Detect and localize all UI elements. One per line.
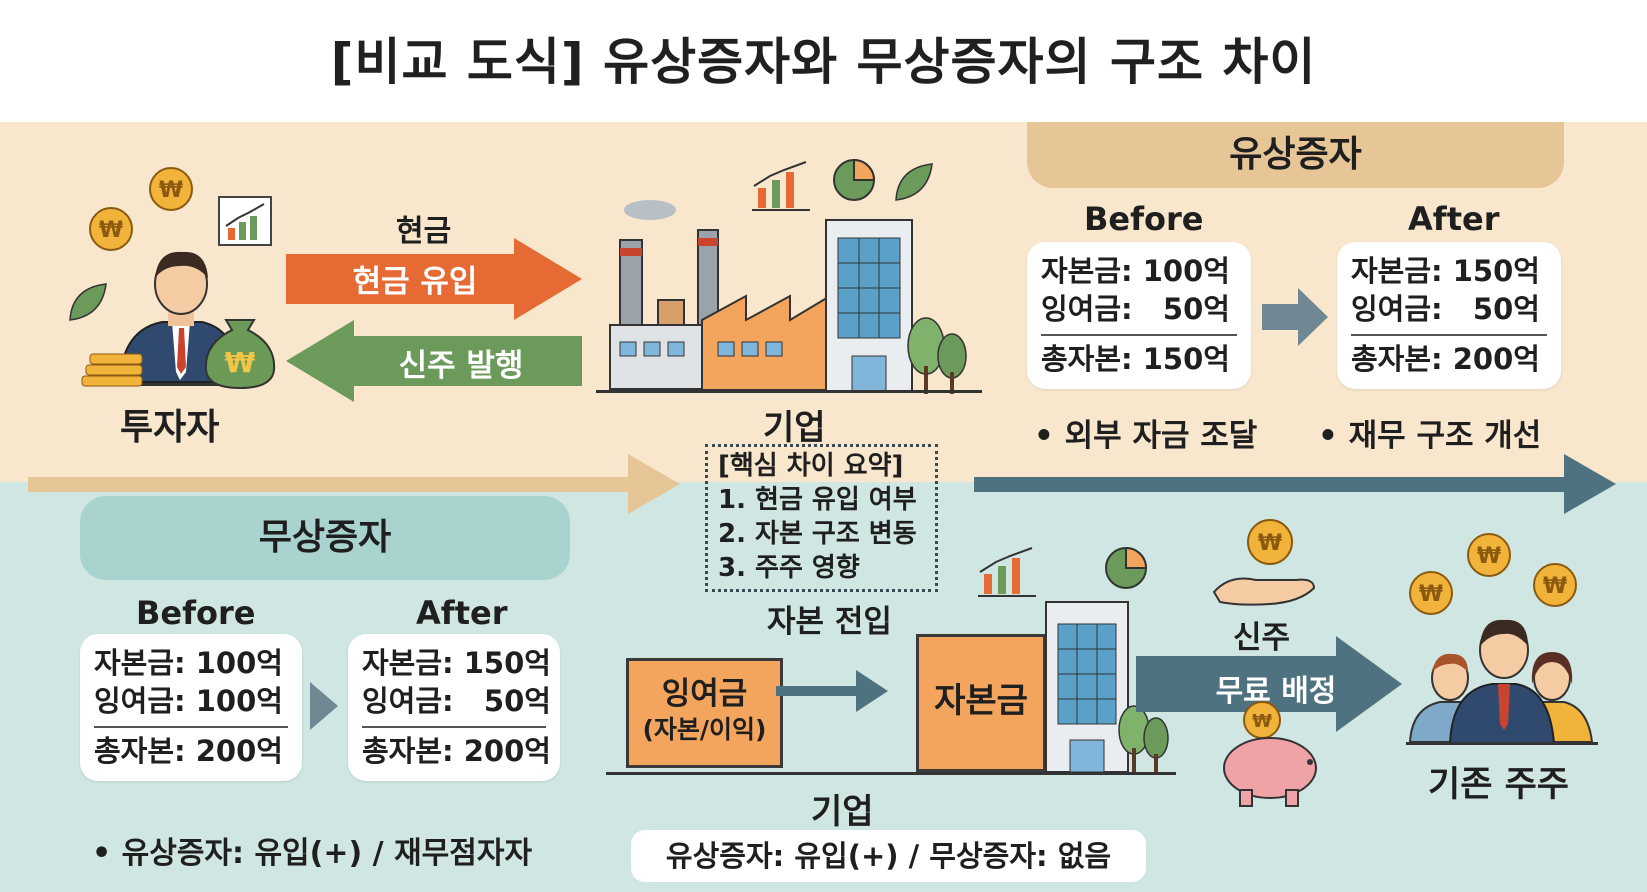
page-title: [비교 도식] 유상증자와 무상증자의 구조 차이 [330,33,1317,91]
new-shares-label: 신주 [1233,620,1291,656]
free-after-total: 총자본: 200억 [362,726,551,770]
free-before-after-arrow [310,682,338,730]
paid-after-total: 총자본: 200억 [1351,334,1547,378]
pie-chart-icon [1105,546,1148,589]
free-after-capital: 자본금: 150억 [362,646,551,680]
svg-text:₩: ₩ [1258,531,1282,556]
share-issue-arrow [286,320,582,402]
free-before-surplus: 잉여금: 100억 [94,684,283,718]
paid-before-label: Before [1084,200,1204,238]
paid-bullet-financial-improvement: • 재무 구조 개선 [1318,418,1542,454]
svg-text:₩: ₩ [225,346,256,379]
hand-coin-icon: ₩ [1212,519,1316,606]
surplus-block-sublabel: (자본/이익) [642,715,767,744]
won-coin-icon: ₩ [149,167,193,211]
free-increase-tab: 무상증자 [80,496,570,580]
tree-icon [1118,705,1169,774]
factory-icon [609,200,831,391]
paid-bullet-external-funding: • 외부 자금 조달 [1034,418,1258,454]
svg-text:₩: ₩ [1543,574,1567,599]
office-building-icon [825,219,913,393]
free-company-label: 기업 [811,792,874,832]
won-coin-icon: ₩ [1533,563,1577,607]
svg-text:₩: ₩ [1252,711,1272,732]
shareholders-label: 기존 주주 [1428,765,1569,805]
free-before-capital: 자본금: 100억 [94,646,283,680]
ground-line [606,772,1176,775]
svg-text:₩: ₩ [99,218,123,243]
chart-icon [978,547,1036,597]
free-allotment-label: 무료 배정 [1215,674,1337,709]
leaf-icon [895,163,933,201]
free-before-total: 총자본: 200억 [94,726,288,770]
paid-before-box: 자본금: 100억 잉여금: 50억 총자본: 150억 [1027,242,1251,389]
pie-chart-icon [833,158,876,201]
svg-text:₩: ₩ [159,178,183,203]
won-coin-icon: ₩ [1409,571,1453,615]
paid-before-total: 총자본: 150억 [1041,334,1237,378]
money-bag-icon: ₩ [204,319,276,390]
paid-company-label: 기업 [763,408,826,448]
capital-transfer-arrow [776,670,888,712]
surplus-block: 잉여금 (자본/이익) [626,658,783,768]
summary-item-1: 1. 현금 유입 여부 [718,485,917,515]
svg-text:₩: ₩ [1419,582,1443,607]
free-before-label: Before [136,594,256,632]
cash-label: 현금 [396,214,452,249]
cash-inflow-label: 현금 유입 [352,264,478,300]
leaf-icon [69,283,107,321]
shareholders-icon [1408,619,1594,745]
investor-label: 투자자 [120,407,220,448]
free-before-box: 자본금: 100억 잉여금: 100억 총자본: 200억 [80,634,302,781]
free-after-box: 자본금: 150억 잉여금: 50억 총자본: 200억 [348,634,560,781]
flow-arrow-right [974,454,1616,514]
paid-before-capital: 자본금: 100억 [1041,254,1230,288]
paid-before-surplus: 잉여금: 50억 [1041,292,1230,326]
free-bullet: • 유상증자: 유입(+) / 재무점자자 [92,836,533,871]
gold-stack-icon [81,353,143,387]
surplus-block-label: 잉여금 [661,676,748,712]
won-coin-icon: ₩ [89,207,133,251]
cash-inflow-arrow [286,238,582,320]
ground-line [596,390,982,393]
bottom-comparison-note: 유상증자: 유입(+) / 무상증자: 없음 [631,830,1146,882]
office-building-icon [1045,601,1129,773]
paid-after-capital: 자본금: 150억 [1351,254,1540,288]
summary-title: [핵심 차이 요약] [718,451,904,481]
tree-icon [907,317,967,394]
capital-block: 자본금 [916,634,1046,772]
share-issue-label: 신주 발행 [398,348,524,384]
free-allotment-arrow [1136,636,1402,732]
flow-arrow-left [28,454,680,514]
piggy-bank-icon: ₩ [1223,701,1317,807]
paid-after-surplus: 잉여금: 50억 [1351,292,1540,326]
paid-before-after-arrow [1262,288,1328,346]
paid-after-label: After [1408,200,1500,238]
key-difference-summary: [핵심 차이 요약] 1. 현금 유입 여부 2. 자본 구조 변동 3. 주주… [705,444,938,592]
ground-line [1406,742,1598,745]
svg-text:₩: ₩ [1477,544,1501,569]
summary-item-3: 3. 주주 영향 [718,553,860,583]
summary-item-2: 2. 자본 구조 변동 [718,519,917,549]
paid-after-box: 자본금: 150억 잉여금: 50억 총자본: 200억 [1337,242,1561,389]
capital-transfer-label: 자본 전입 [767,604,892,640]
chart-icon [752,161,810,211]
won-coin-icon: ₩ [1467,533,1511,577]
free-after-label: After [416,594,508,632]
chart-icon [218,196,272,246]
paid-increase-tab: 유상증자 [1027,122,1564,188]
free-after-surplus: 잉여금: 50억 [362,684,551,718]
